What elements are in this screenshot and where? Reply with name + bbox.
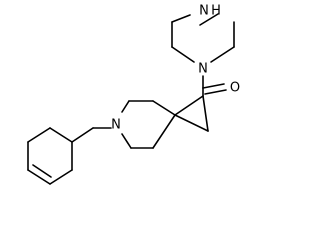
carbonyl-group bbox=[202, 75, 227, 97]
bond bbox=[204, 89, 227, 95]
atom-label-n-spiro: N bbox=[111, 118, 121, 133]
methylene-linker bbox=[71, 127, 112, 143]
bond bbox=[202, 83, 225, 89]
piperazine-ring bbox=[171, 13, 235, 63]
bond bbox=[174, 95, 204, 116]
cyclohexene-ring bbox=[27, 127, 73, 185]
bond bbox=[27, 127, 51, 143]
bond bbox=[71, 127, 94, 143]
bond bbox=[121, 133, 132, 149]
bond bbox=[152, 100, 176, 116]
atom-label-n-piperazine: N bbox=[198, 62, 208, 77]
bond bbox=[199, 13, 219, 26]
bond bbox=[174, 114, 209, 132]
bond bbox=[121, 100, 130, 113]
bond bbox=[49, 169, 73, 185]
bond bbox=[202, 95, 209, 132]
bond bbox=[27, 169, 51, 185]
bond bbox=[49, 127, 73, 143]
atom-label-h: H bbox=[211, 4, 221, 19]
bond bbox=[152, 114, 176, 149]
molecule-structure: N H N O N bbox=[27, 4, 240, 185]
cyclopropane-ring bbox=[174, 95, 209, 132]
bond bbox=[210, 46, 235, 63]
piperidine-ring bbox=[121, 100, 176, 149]
atom-labels: N H N O N bbox=[111, 4, 240, 133]
atom-label-o: O bbox=[230, 81, 240, 96]
structure-canvas: N H N O N bbox=[27, 3, 241, 185]
bond bbox=[32, 164, 52, 178]
bond bbox=[171, 14, 191, 23]
bond bbox=[171, 46, 195, 63]
atom-label-nh: N bbox=[199, 4, 209, 19]
